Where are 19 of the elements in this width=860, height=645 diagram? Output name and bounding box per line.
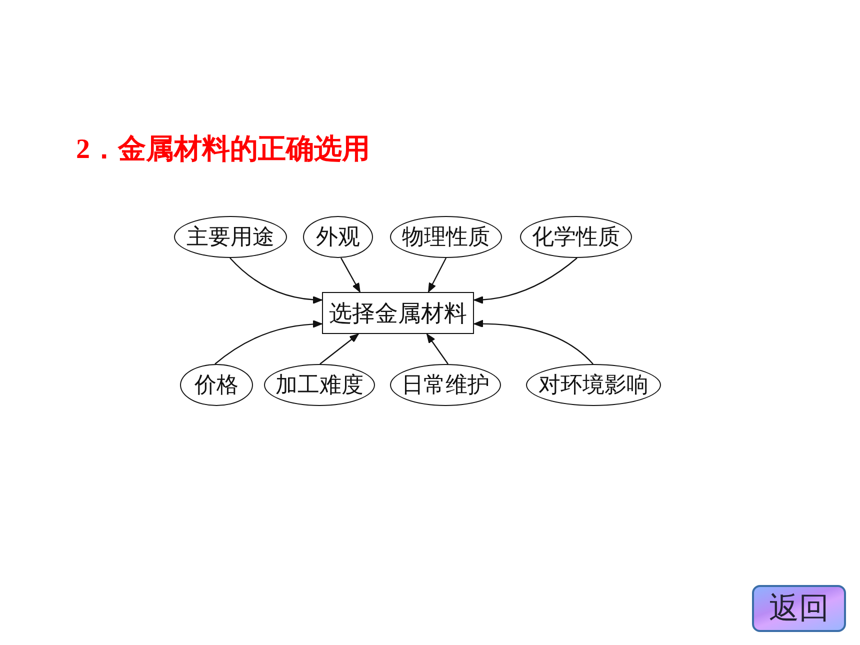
- ellipse-node: 日常维护: [390, 364, 501, 406]
- ellipse-node: 加工难度: [264, 364, 375, 406]
- ellipse-node: 对环境影响: [526, 364, 661, 406]
- ellipse-node: 外观: [303, 216, 373, 258]
- ellipse-node: 价格: [180, 364, 253, 406]
- heading: 2．金属材料的正确选用: [76, 134, 370, 166]
- arrow: [340, 258, 361, 292]
- arrow: [474, 320, 594, 364]
- process-box: 选择金属材料: [322, 292, 474, 334]
- ellipse-node: 物理性质: [390, 216, 502, 258]
- ellipse-node: 化学性质: [520, 216, 632, 258]
- arrow: [428, 258, 447, 292]
- arrow: [230, 258, 322, 304]
- ellipse-node: 主要用途: [174, 216, 287, 258]
- back-button: 返回: [752, 585, 846, 632]
- arrow: [214, 320, 322, 364]
- arrow: [474, 258, 578, 304]
- arrow: [320, 334, 359, 364]
- arrow: [426, 334, 448, 364]
